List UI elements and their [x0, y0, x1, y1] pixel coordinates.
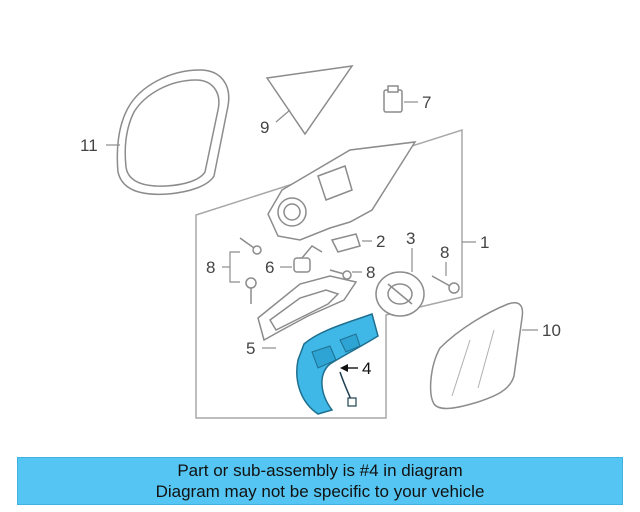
banner-line-1: Part or sub-assembly is #4 in diagram — [177, 461, 463, 480]
callout-2: 2 — [376, 232, 385, 251]
callout-1: 1 — [480, 233, 489, 252]
mirror-base-housing[interactable] — [267, 141, 417, 241]
part-6-connector[interactable] — [293, 245, 323, 273]
assembly-outline — [195, 128, 463, 419]
part-8-screw-upper[interactable] — [239, 237, 262, 255]
part-5-frame[interactable] — [257, 275, 358, 342]
part-8-screw-right[interactable] — [431, 275, 460, 294]
callout-4: 4 — [362, 359, 371, 378]
part-8-screw-middle[interactable] — [329, 269, 352, 280]
callout-11: 11 — [80, 136, 98, 155]
callout-6: 6 — [265, 258, 274, 277]
leader-9 — [275, 109, 291, 123]
part-7-clip[interactable] — [383, 85, 403, 113]
callout-7: 7 — [422, 93, 431, 112]
parts-diagram: 11 9 7 2 6 8 — [80, 65, 561, 419]
callout-8-right: 8 — [440, 243, 449, 262]
leader-4-arrowhead — [340, 364, 348, 372]
part-3-mirror-motor[interactable] — [375, 271, 425, 317]
part-2-bracket[interactable] — [330, 233, 361, 253]
callout-8-middle: 8 — [366, 263, 375, 282]
part-4-lower-cover-highlighted[interactable] — [296, 313, 379, 415]
callout-8-left: 8 — [206, 258, 215, 277]
info-banner: Part or sub-assembly is #4 in diagram Di… — [17, 457, 623, 505]
part-11-mirror-cover[interactable] — [116, 69, 230, 196]
part-8-leader-bracket — [222, 251, 240, 283]
part-8-screw-lower[interactable] — [245, 277, 257, 304]
part-10-mirror-glass[interactable] — [429, 302, 524, 410]
callout-5: 5 — [246, 339, 255, 358]
callout-10: 10 — [542, 321, 561, 340]
banner-line-2: Diagram may not be specific to your vehi… — [155, 482, 485, 501]
callout-9: 9 — [260, 118, 269, 137]
callout-3: 3 — [406, 229, 415, 248]
part-9-triangle-trim[interactable] — [265, 65, 354, 136]
